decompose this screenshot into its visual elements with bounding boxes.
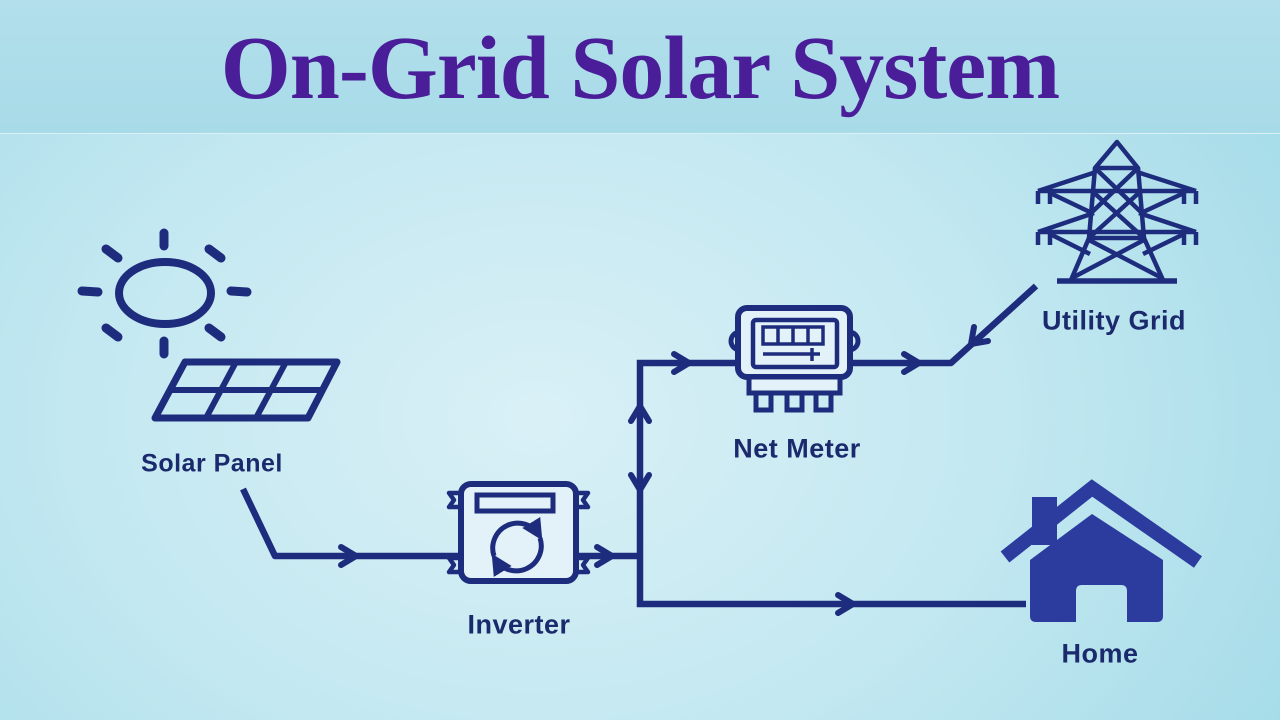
inverter-icon	[446, 481, 591, 584]
arrow-meter-to-grid	[901, 351, 922, 375]
solar-panel-label: Solar Panel	[141, 449, 283, 478]
arrow-junction-to-meter	[671, 351, 692, 375]
title-band	[0, 0, 1280, 134]
home-icon	[1000, 479, 1203, 622]
arrow-trunk-up	[628, 403, 652, 424]
sun-icon	[77, 228, 252, 359]
net-meter-label: Net Meter	[733, 433, 861, 464]
arrow-junction-to-home	[835, 592, 856, 616]
home-label: Home	[1061, 638, 1139, 669]
arrow-grid-to-meter	[968, 324, 991, 347]
utility-grid-icon	[1035, 139, 1199, 284]
connector-lines	[240, 283, 1039, 608]
net-meter-icon	[728, 305, 861, 413]
page-title: On-Grid Solar System	[220, 19, 1060, 118]
flow-arrows	[338, 324, 991, 616]
arrow-inverter-to-junction	[594, 544, 615, 568]
utility-grid-label: Utility Grid	[1041, 305, 1187, 336]
arrow-solar-to-inverter	[338, 544, 359, 568]
inverter-label: Inverter	[467, 609, 571, 640]
solar-panel-icon	[151, 358, 341, 422]
arrow-trunk-down	[628, 472, 652, 493]
cycle-icon	[490, 516, 544, 578]
